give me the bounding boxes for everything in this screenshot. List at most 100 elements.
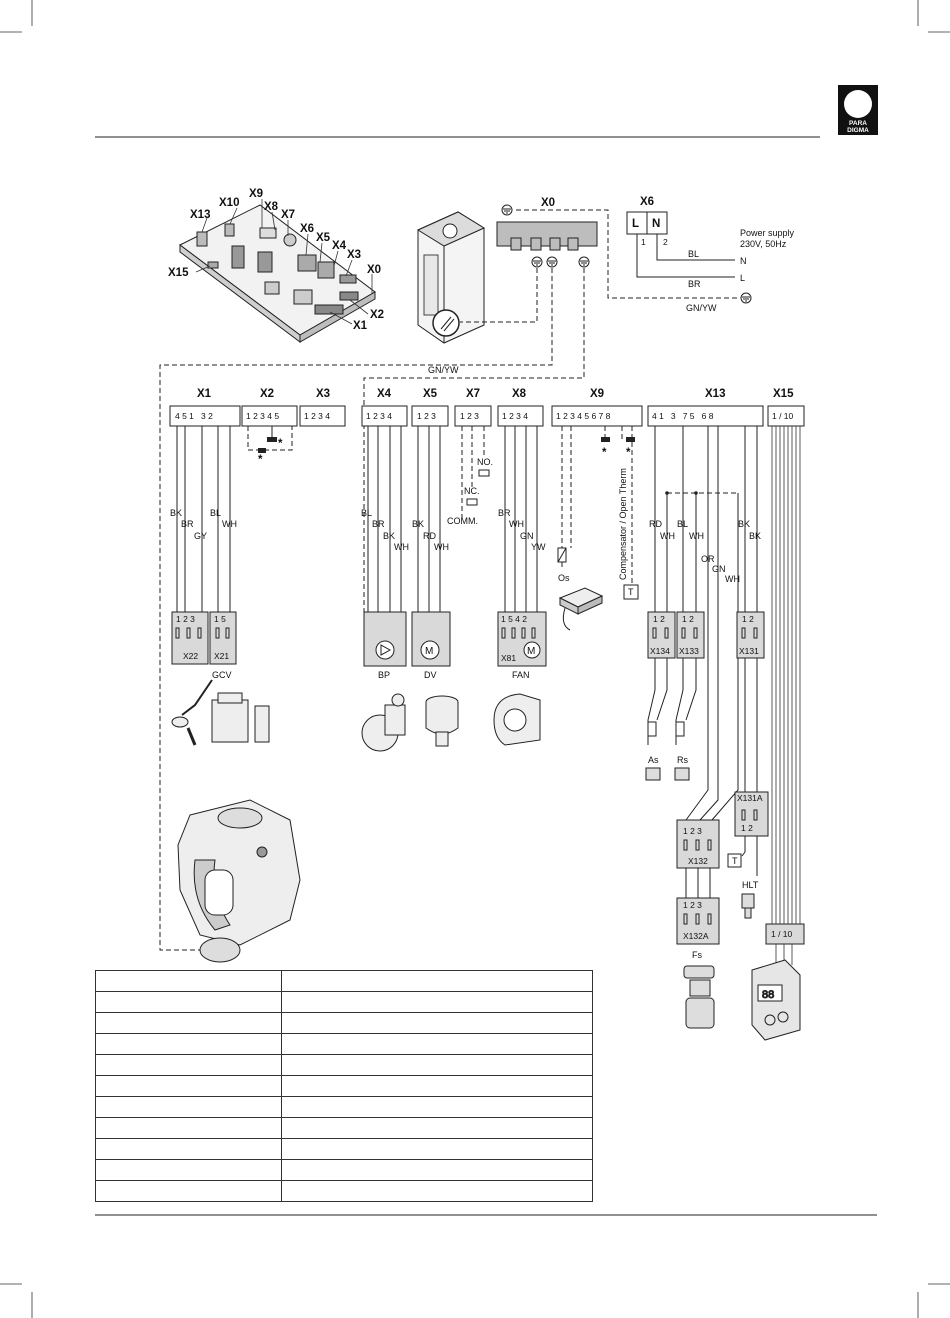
x132-label: X132	[688, 856, 708, 866]
x81-pins: 1 5 4 2	[501, 614, 527, 624]
x131a-label: X131A	[737, 793, 763, 803]
diverter-motor-letter: M	[425, 646, 433, 657]
x133-label: X133	[679, 646, 699, 656]
board-label-x7: X7	[281, 209, 295, 221]
x2-jumper: * *	[247, 426, 293, 466]
x7-comm: COMM.	[447, 516, 478, 526]
table-row	[95, 1033, 593, 1055]
pins-x4: 1 2 3 4	[366, 411, 392, 421]
x13-wire-or: OR	[701, 554, 715, 564]
diverter-valve-illustration	[425, 695, 459, 747]
table-row	[95, 1075, 593, 1097]
table-cell	[281, 970, 593, 992]
x9-star-1: *	[602, 447, 607, 459]
table-row	[95, 1180, 593, 1202]
header-x3: X3	[316, 388, 330, 400]
power-rating-label: 230V, 50Hz	[740, 239, 787, 249]
flow-sensor-illustration	[683, 965, 715, 1029]
logo-text-line1: PARA	[849, 120, 867, 127]
x6-power-connector: X6 L N 1 2 Power supply 230V, 50Hz BL N …	[626, 196, 795, 313]
x4-wire-wh: WH	[394, 542, 409, 552]
power-supply-label: Power supply	[740, 228, 795, 238]
board-label-x3: X3	[347, 249, 361, 261]
x6-pin2: 2	[663, 237, 668, 247]
table-cell	[95, 1159, 282, 1181]
table-row	[95, 991, 593, 1013]
as-label: As	[648, 755, 659, 765]
table-cell	[281, 1033, 593, 1055]
x0-label: X0	[541, 197, 555, 209]
x6-l-label: L	[632, 218, 639, 230]
logo-text-line2: DIGMA	[847, 127, 869, 134]
board-label-x13: X13	[190, 209, 210, 221]
table-cell	[281, 1075, 593, 1097]
hlt-thermostat-illustration	[741, 893, 755, 919]
no-contact-icon	[478, 469, 490, 477]
board-label-x1: X1	[353, 320, 368, 332]
x13-wire-wh-1: WH	[660, 531, 675, 541]
x13-wire-gn: GN	[712, 564, 726, 574]
x6-pin1: 1	[641, 237, 646, 247]
board-label-x8: X8	[264, 201, 279, 213]
x1-wire-gy: GY	[194, 531, 207, 541]
terminal-l-label: L	[740, 273, 745, 283]
table-row	[95, 1117, 593, 1139]
x8-wire-br: BR	[498, 508, 511, 518]
hlt-label: HLT	[742, 880, 759, 890]
x132a-pins: 1 2 3	[683, 900, 702, 910]
x13-wire-wh-2: WH	[689, 531, 704, 541]
terminal-n-label: N	[740, 256, 747, 266]
legend-table	[95, 970, 593, 1202]
x1-wiring: BK BR GY BL WH 1 2 3 1 5 X22 X21 GCV	[170, 426, 237, 680]
board-label-x2: X2	[370, 309, 384, 321]
rs-label: Rs	[677, 755, 688, 765]
x22-pins: 1 2 3	[176, 614, 195, 624]
board-label-x6: X6	[300, 223, 314, 235]
x5-wiring: BK RD WH M DV	[411, 426, 451, 680]
header-x2: X2	[260, 388, 274, 400]
table-cell	[281, 1159, 593, 1181]
x2-star: *	[278, 438, 283, 450]
table-cell	[95, 1054, 282, 1076]
header-x4: X4	[377, 388, 392, 400]
pins-x8: 1 2 3 4	[502, 411, 528, 421]
x13-wire-bk-2: BK	[749, 531, 761, 541]
x131-pins: 1 2	[742, 614, 754, 624]
fan-motor-symbol	[523, 641, 541, 659]
x13-wire-wh-3: WH	[725, 574, 740, 584]
header-x1: X1	[197, 388, 212, 400]
temperature-sensor-illustration	[645, 767, 690, 781]
table-cell	[95, 1117, 282, 1139]
x5-wire-wh: WH	[434, 542, 449, 552]
x1-wire-wh: WH	[222, 519, 237, 529]
x22-label: X22	[183, 651, 198, 661]
x13-wire-bk-1: BK	[738, 519, 750, 529]
table-cell	[95, 1012, 282, 1034]
pump-symbol	[375, 640, 395, 660]
x1-wire-bl: BL	[210, 508, 221, 518]
pins-x2: 1 2 3 4 5	[246, 411, 279, 421]
table-cell	[281, 1012, 593, 1034]
x13-wiring: RD WH BL WH BK BK OR GN WH 1 2 1 2 1 2 X…	[645, 426, 769, 1029]
fan-motor-letter: M	[527, 646, 535, 657]
x7-nc: NC.	[464, 486, 480, 496]
pump-illustration	[361, 693, 406, 752]
x132-pins: 1 2 3	[683, 826, 702, 836]
table-row	[95, 1054, 593, 1076]
fan-label: FAN	[512, 670, 530, 680]
board-label-x0: X0	[367, 264, 381, 276]
table-cell	[281, 1138, 593, 1160]
table-cell	[281, 1054, 593, 1076]
table-cell	[281, 991, 593, 1013]
heat-exchanger-illustration	[177, 799, 301, 963]
pins-x15: 1 / 10	[772, 411, 794, 421]
table-cell	[281, 1180, 593, 1202]
table-cell	[95, 1138, 282, 1160]
x1-wire-br: BR	[181, 519, 194, 529]
pins-x7: 1 2 3	[460, 411, 479, 421]
nc-contact-icon	[466, 498, 478, 506]
table-row	[95, 1159, 593, 1181]
x21-pins: 1 5	[214, 614, 226, 624]
header-x13: X13	[705, 388, 725, 400]
